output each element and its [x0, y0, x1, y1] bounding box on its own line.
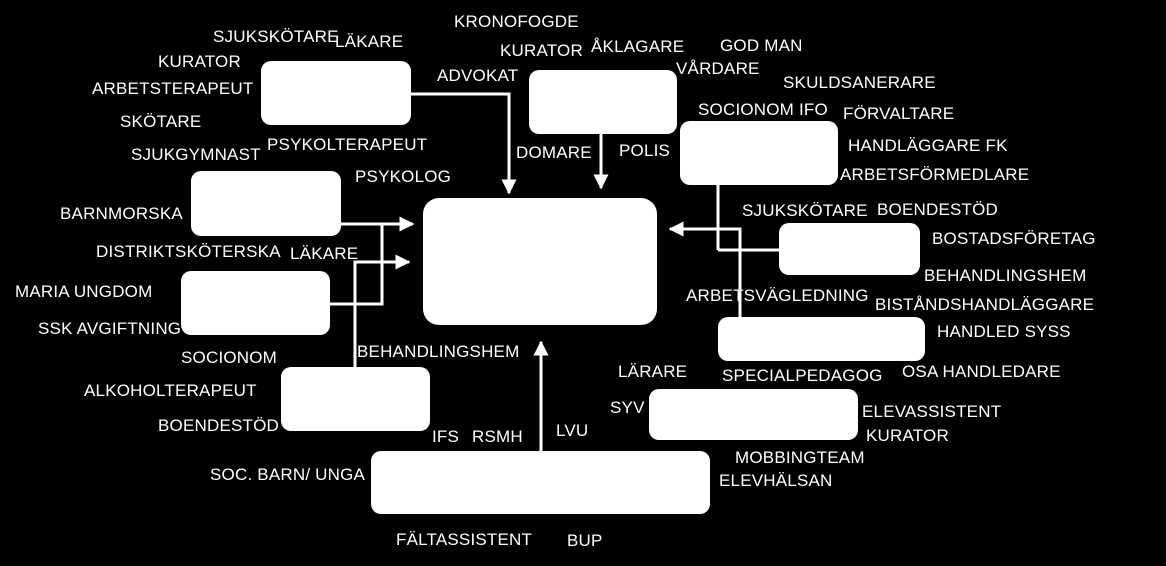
label-distriktskoterska: DISTRIKTSKÖTERSKA	[96, 242, 281, 261]
skola-box	[649, 389, 858, 440]
beroendevard-box	[181, 271, 330, 335]
label-mobbingteam: MOBBINGTEAM	[735, 448, 865, 467]
primarvard-box	[191, 171, 341, 236]
myndigheter-box	[680, 121, 838, 185]
label-specialpedagog: SPECIALPEDAGOG	[722, 366, 883, 385]
label-arbetsvagledning: ARBETSVÄGLEDNING	[686, 286, 869, 305]
label-osa-handledare: OSA HANDLEDARE	[902, 362, 1061, 381]
connector-beroendevard-merge	[330, 224, 384, 306]
label-lakare: LÄKARE	[335, 32, 404, 51]
label-sjukskotare-2: SJUKSKÖTARE	[742, 201, 868, 220]
label-alkoholterapeut: ALKOHOLTERAPEUT	[84, 381, 257, 400]
label-behandlingshem-2: BEHANDLINGSHEM	[924, 266, 1087, 285]
label-kurator-3: KURATOR	[866, 426, 949, 445]
label-maria-ungdom: MARIA UNGDOM	[15, 282, 153, 301]
label-soc-barn-unga: SOC. BARN/ UNGA	[210, 465, 366, 484]
connector-arbete-center	[668, 221, 742, 317]
label-arbetsformedlare: ARBETSFÖRMEDLARE	[840, 165, 1030, 184]
label-psykolterapeut: PSYKOLTERAPEUT	[267, 135, 428, 154]
label-socionom-ifo: SOCIONOM IFO	[698, 100, 828, 119]
label-handled-syss: HANDLED SYSS	[937, 322, 1071, 341]
center-box	[423, 198, 657, 325]
label-bostadsforetag: BOSTADSFÖRETAG	[932, 229, 1096, 248]
label-ssk-avgiftning: SSK AVGIFTNING	[38, 319, 182, 338]
label-socionom: SOCIONOM	[181, 348, 278, 367]
label-sjukgymnast: SJUKGYMNAST	[131, 145, 261, 164]
label-bistandshandlaggare: BISTÅNDSHANDLÄGGARE	[875, 295, 1095, 314]
label-syv: SYV	[610, 398, 645, 417]
arbete-box	[718, 317, 925, 361]
beroende-behandling-box	[281, 367, 430, 431]
label-barnmorska: BARNMORSKA	[60, 204, 183, 223]
label-vardare: VÅRDARE	[676, 59, 760, 78]
psykiatri-box	[261, 61, 411, 125]
label-kurator: KURATOR	[158, 52, 241, 71]
label-boendestod: BOENDESTÖD	[158, 416, 280, 435]
label-arbetsterapeut: ARBETSTERAPEUT	[92, 79, 254, 98]
label-rsmh: RSMH	[472, 427, 523, 446]
rattsvasende-box	[529, 70, 677, 134]
label-god-man: GOD MAN	[720, 36, 803, 55]
label-kronofogde: KRONOFOGDE	[454, 12, 579, 31]
label-psykolog: PSYKOLOG	[355, 167, 452, 186]
label-bup: BUP	[567, 531, 603, 550]
connector-beroende-center	[353, 254, 411, 367]
connector-psykiatri-center	[411, 92, 517, 195]
label-ifs: IFS	[432, 427, 460, 446]
label-skuldsanerare: SKULDSANERARE	[783, 73, 936, 92]
label-skotare: SKÖTARE	[120, 112, 202, 131]
label-polis: POLIS	[619, 141, 671, 160]
label-forvaltare: FÖRVALTARE	[843, 104, 955, 123]
boende-box	[779, 223, 920, 275]
label-handlaggare-fk: HANDLÄGGARE FK	[848, 136, 1008, 155]
label-faltassistent: FÄLTASSISTENT	[396, 530, 533, 549]
socialtjanst-box	[371, 451, 710, 514]
label-sjukskotare: SJUKSKÖTARE	[213, 27, 339, 46]
label-lvu: LVU	[556, 421, 589, 440]
label-lakare-2: LÄKARE	[290, 244, 359, 263]
label-behandlingshem: BEHANDLINGSHEM	[357, 342, 520, 361]
label-elevhalsan: ELEVHÄLSAN	[719, 471, 833, 490]
label-aklagare: ÅKLAGARE	[591, 37, 685, 56]
label-kurator-2: KURATOR	[500, 41, 583, 60]
label-elevassistent: ELEVASSISTENT	[862, 402, 1002, 421]
label-boendestod-2: BOENDESTÖD	[877, 200, 999, 219]
label-larare: LÄRARE	[618, 362, 688, 381]
label-advokat: ADVOKAT	[437, 66, 519, 85]
label-domare: DOMARE	[516, 143, 592, 162]
